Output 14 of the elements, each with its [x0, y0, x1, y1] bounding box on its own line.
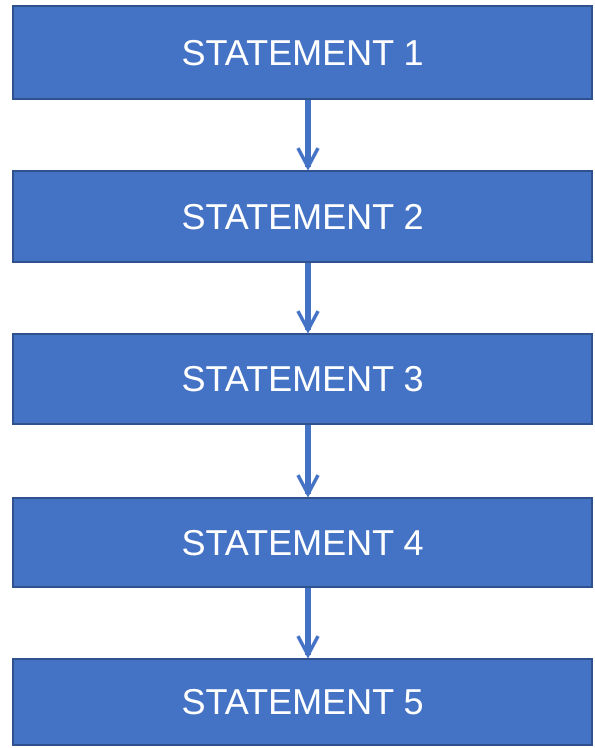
box-label: STATEMENT 2	[181, 196, 424, 238]
box-label: STATEMENT 3	[181, 358, 424, 400]
arrow	[296, 100, 320, 169]
arrow	[296, 425, 320, 496]
process-box	[12, 333, 593, 425]
process-box	[12, 170, 593, 263]
arrow	[296, 588, 320, 657]
process-box	[12, 5, 593, 100]
process-box	[12, 658, 593, 746]
box-label: STATEMENT 4	[181, 522, 424, 564]
arrow	[296, 263, 320, 332]
box-label: STATEMENT 5	[181, 681, 424, 723]
process-box	[12, 497, 593, 588]
box-label: STATEMENT 1	[181, 32, 424, 74]
